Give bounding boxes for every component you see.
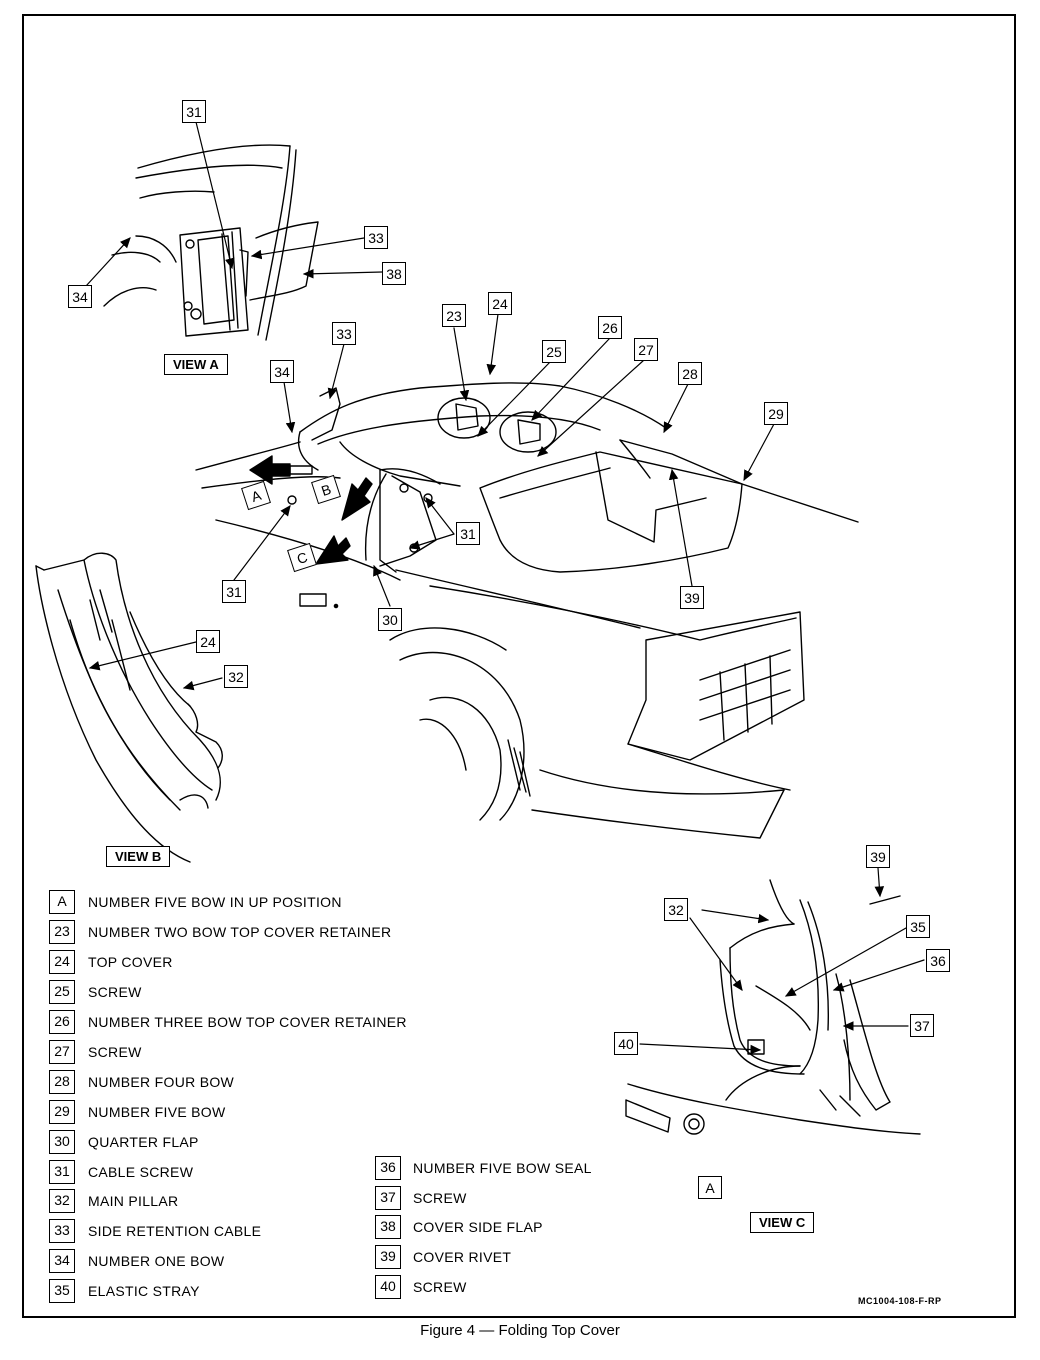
- legend-key: 29: [49, 1100, 75, 1124]
- callout-38-view-a: 38: [382, 262, 406, 285]
- callout-32-view-b: 32: [224, 665, 248, 688]
- callout-24-main: 24: [488, 292, 512, 315]
- view-b-label: VIEW B: [106, 846, 171, 867]
- legend-label: TOP COVER: [88, 954, 173, 970]
- figure-frame: [22, 14, 1016, 1318]
- legend-label: NUMBER FIVE BOW IN UP POSITION: [88, 894, 342, 910]
- view-a-label: VIEW A: [164, 354, 228, 375]
- legend-label: NUMBER THREE BOW TOP COVER RETAINER: [88, 1014, 407, 1030]
- legend-label: QUARTER FLAP: [88, 1134, 199, 1150]
- legend-key: 37: [375, 1186, 401, 1210]
- callout-30-main: 30: [378, 608, 402, 631]
- legend-key: 35: [49, 1279, 75, 1303]
- callout-37-view-c: 37: [910, 1014, 934, 1037]
- legend-key: 25: [49, 980, 75, 1004]
- legend-key: 28: [49, 1070, 75, 1094]
- legend-key: A: [49, 890, 75, 914]
- car-drawing: [195, 382, 859, 839]
- legend-label: SCREW: [88, 1044, 142, 1060]
- legend-label: MAIN PILLAR: [88, 1193, 179, 1209]
- legend-key: 24: [49, 950, 75, 974]
- leader-lines: [85, 121, 925, 1055]
- view-b-drawing: [35, 552, 223, 863]
- legend-label: COVER SIDE FLAP: [413, 1219, 543, 1235]
- legend-label: SCREW: [413, 1279, 467, 1295]
- callout-24-view-b: 24: [196, 630, 220, 653]
- legend-key: 27: [49, 1040, 75, 1064]
- legend-label: COVER RIVET: [413, 1249, 512, 1265]
- callout-31-view-a: 31: [182, 100, 206, 123]
- legend-label: NUMBER ONE BOW: [88, 1253, 225, 1269]
- callout-32-view-c: 32: [664, 898, 688, 921]
- legend-key: 39: [375, 1245, 401, 1269]
- legend-key: 32: [49, 1189, 75, 1213]
- legend-key: 36: [375, 1156, 401, 1180]
- callout-23-main: 23: [442, 304, 466, 327]
- view-a-drawing: [103, 144, 319, 341]
- legend-label: NUMBER FOUR BOW: [88, 1074, 235, 1090]
- legend-key: 34: [49, 1249, 75, 1273]
- legend-label: CABLE SCREW: [88, 1164, 194, 1180]
- legend-label: SIDE RETENTION CABLE: [88, 1223, 262, 1239]
- callout-39-view-c: 39: [866, 845, 890, 868]
- legend-label: NUMBER TWO BOW TOP COVER RETAINER: [88, 924, 392, 940]
- callout-31-main-right: 31: [456, 522, 480, 545]
- callout-25-main: 25: [542, 340, 566, 363]
- callout-33-view-a: 33: [364, 226, 388, 249]
- callout-31-main-left: 31: [222, 580, 246, 603]
- legend-label: NUMBER FIVE BOW SEAL: [413, 1160, 592, 1176]
- legend-key: 31: [49, 1160, 75, 1184]
- callout-A-view-c: A: [698, 1176, 722, 1199]
- legend-key: 38: [375, 1215, 401, 1239]
- callout-27-main: 27: [634, 338, 658, 361]
- legend-key: 26: [49, 1010, 75, 1034]
- legend-key: 30: [49, 1130, 75, 1154]
- view-c-label: VIEW C: [750, 1212, 815, 1233]
- legend-label: SCREW: [88, 984, 142, 1000]
- callout-34-view-a: 34: [68, 285, 92, 308]
- callout-36-view-c: 36: [926, 949, 950, 972]
- legend-label: ELASTIC STRAY: [88, 1283, 200, 1299]
- callout-35-view-c: 35: [906, 915, 930, 938]
- legend-label: SCREW: [413, 1190, 467, 1206]
- callout-28-main: 28: [678, 362, 702, 385]
- callout-40-view-c: 40: [614, 1032, 638, 1055]
- callout-33-main: 33: [332, 322, 356, 345]
- legend-key: 33: [49, 1219, 75, 1243]
- view-c-drawing: [625, 879, 921, 1135]
- part-number: MC1004-108-F-RP: [858, 1296, 942, 1306]
- callout-39-main: 39: [680, 586, 704, 609]
- figure-caption: Figure 4 — Folding Top Cover: [420, 1322, 620, 1339]
- callout-26-main: 26: [598, 316, 622, 339]
- legend-label: NUMBER FIVE BOW: [88, 1104, 226, 1120]
- callout-34-main: 34: [270, 360, 294, 383]
- legend-key: 40: [375, 1275, 401, 1299]
- legend-key: 23: [49, 920, 75, 944]
- callout-29-main: 29: [764, 402, 788, 425]
